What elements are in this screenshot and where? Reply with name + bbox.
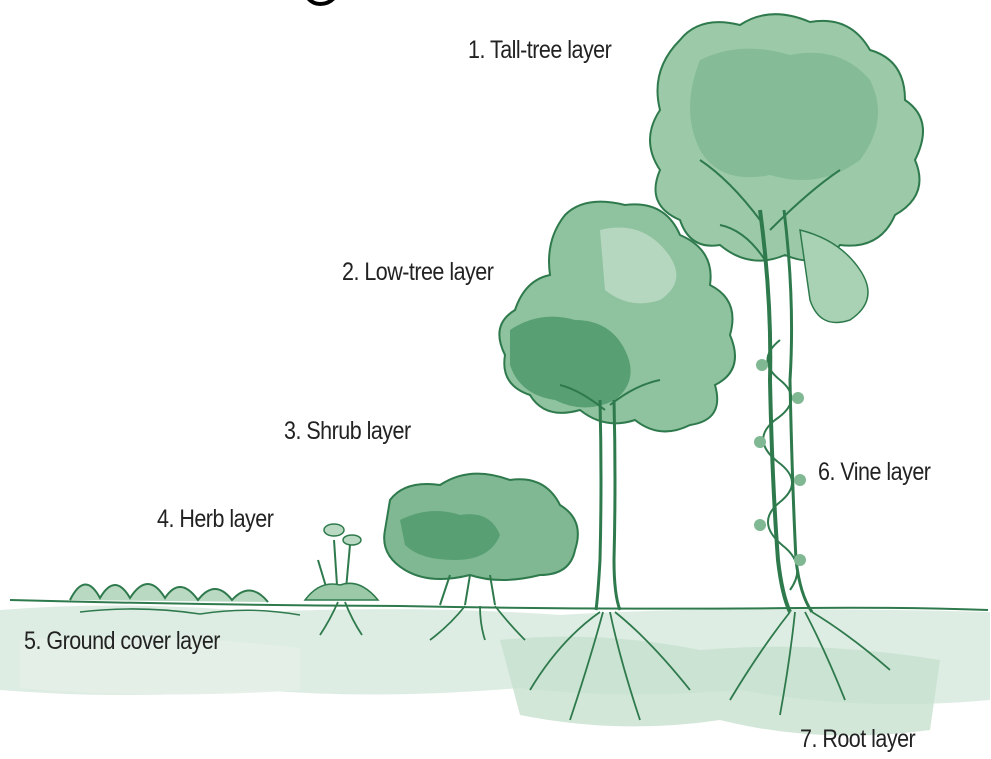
soil-wash [0,605,990,735]
label-ground-cover-layer: 5. Ground cover layer [24,627,220,656]
label-shrub-layer: 3. Shrub layer [284,417,411,446]
shrub [384,474,578,605]
label-herb-layer: 4. Herb layer [157,505,273,534]
label-tall-tree-layer: 1. Tall-tree layer [468,36,611,65]
herb [305,524,378,600]
partial-glyph-icon [300,0,342,12]
label-vine-layer: 6. Vine layer [818,458,930,487]
label-root-layer: 7. Root layer [800,725,915,754]
label-low-tree-layer: 2. Low-tree layer [342,258,493,287]
vine [754,340,806,590]
